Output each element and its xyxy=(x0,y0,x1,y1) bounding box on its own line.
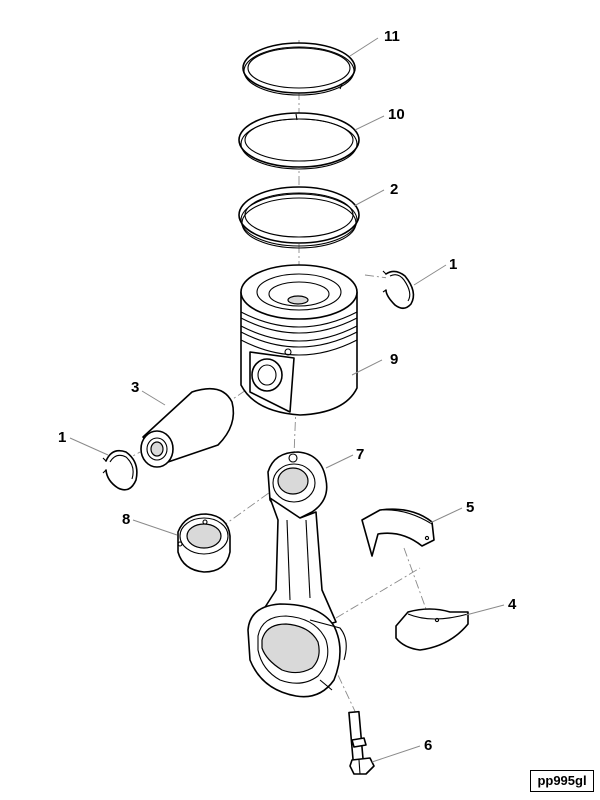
callout-3: 3 xyxy=(131,379,139,396)
piston-9 xyxy=(240,264,358,416)
callout-7: 7 xyxy=(356,446,364,463)
callout-1-top: 1 xyxy=(449,256,457,273)
bushing-8 xyxy=(177,513,231,573)
piston-pin-3 xyxy=(140,387,235,468)
piston-ring-10 xyxy=(238,112,360,170)
connecting-rod-7 xyxy=(247,451,347,698)
callout-2: 2 xyxy=(390,181,398,198)
callout-10: 10 xyxy=(388,106,405,123)
callout-11: 11 xyxy=(384,28,400,45)
leader-lines xyxy=(69,37,505,763)
figure-id-label: pp995gl xyxy=(530,770,594,792)
callout-9: 9 xyxy=(390,351,398,368)
callout-4: 4 xyxy=(508,596,517,613)
rod-bolt-6 xyxy=(348,710,375,775)
piston-ring-11 xyxy=(242,42,356,96)
callout-6: 6 xyxy=(424,737,432,754)
snap-ring-1-left xyxy=(102,449,138,491)
callout-5: 5 xyxy=(466,499,474,516)
bearing-shell-5 xyxy=(361,508,435,557)
callout-8: 8 xyxy=(122,511,130,528)
snap-ring-1-top xyxy=(382,270,415,310)
bearing-shell-4 xyxy=(395,608,469,651)
callout-1-left: 1 xyxy=(58,429,66,446)
oil-ring-2 xyxy=(238,186,360,249)
callout-labels: 11 10 2 1 9 3 1 7 5 8 4 6 xyxy=(58,28,517,754)
